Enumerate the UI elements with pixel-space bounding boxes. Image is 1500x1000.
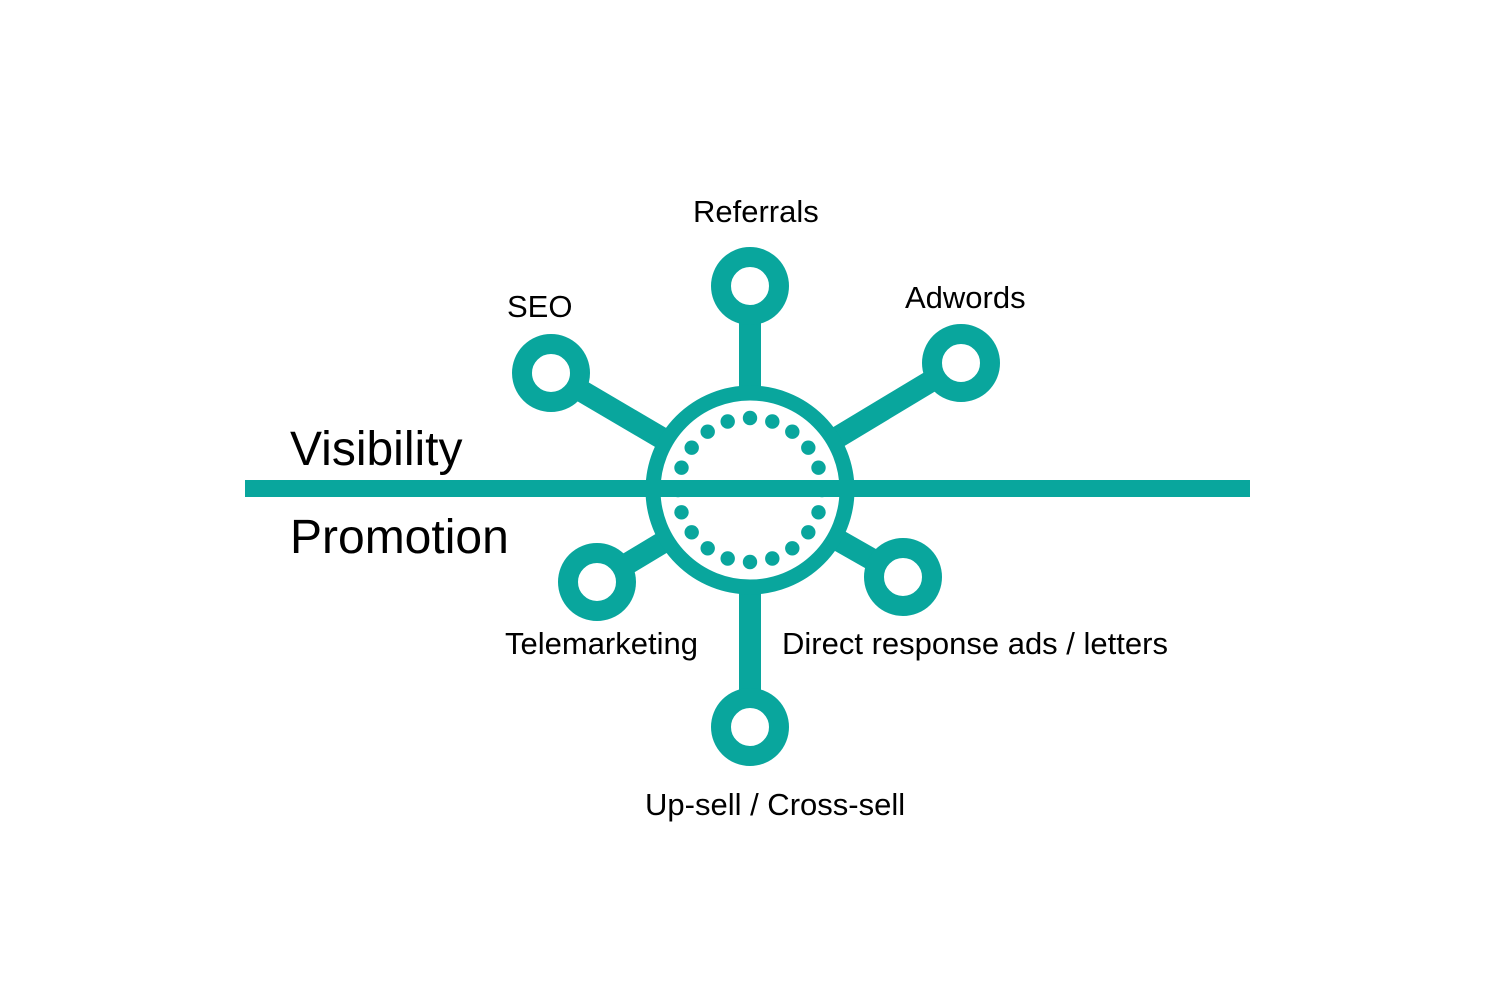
node-circle-telemarketing [558, 543, 636, 621]
dot [785, 541, 800, 556]
node-rings [512, 247, 1000, 766]
dot [700, 541, 715, 556]
dot [801, 440, 816, 455]
label-seo: SEO [507, 289, 572, 324]
label-promotion: Promotion [290, 511, 509, 564]
dot [720, 414, 735, 429]
dot [785, 424, 800, 439]
label-telemarketing: Telemarketing [505, 626, 698, 661]
label-visibility: Visibility [290, 423, 463, 476]
dot [765, 551, 780, 566]
label-direct-response: Direct response ads / letters [782, 626, 1168, 661]
label-upsell: Up-sell / Cross-sell [645, 787, 905, 822]
node-circle-direct-response [864, 538, 942, 616]
dot [674, 460, 689, 475]
dot [801, 525, 816, 540]
dot [700, 424, 715, 439]
visibility-promotion-divider-line [245, 480, 1250, 497]
dot [742, 410, 758, 426]
dot [720, 551, 735, 566]
dot [684, 525, 699, 540]
label-referrals: Referrals [693, 194, 819, 229]
label-adwords: Adwords [905, 280, 1026, 315]
node-circle-upsell [711, 688, 789, 766]
dot [765, 414, 780, 429]
node-circle-adwords [922, 324, 1000, 402]
dot [684, 440, 699, 455]
dot [811, 505, 826, 520]
dot [742, 554, 758, 570]
dot [674, 505, 689, 520]
dot [811, 460, 826, 475]
node-circle-seo [512, 334, 590, 412]
node-circle-referrals [711, 247, 789, 325]
hub-dotted-circle [670, 410, 830, 570]
